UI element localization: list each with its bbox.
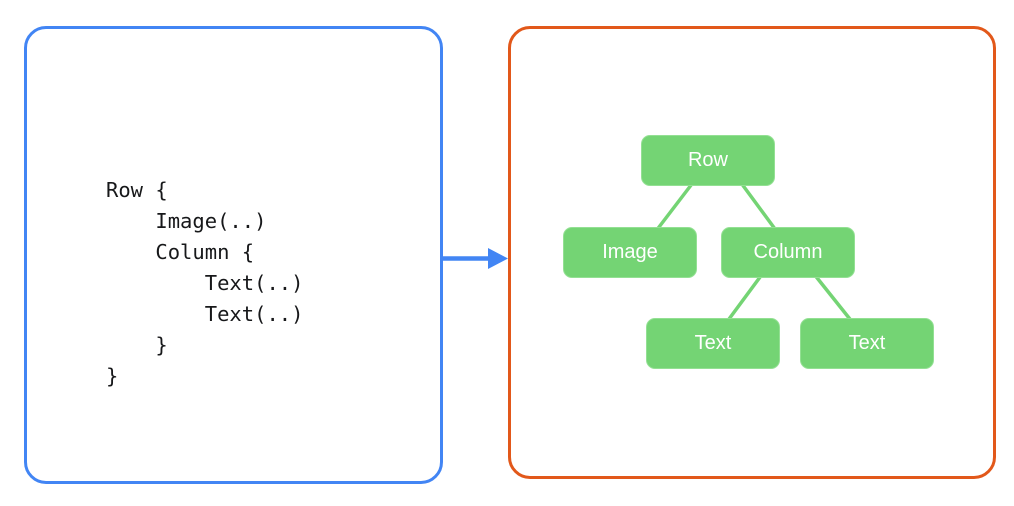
ui-element-tree: Row Image Column Text Text	[508, 26, 996, 479]
tree-node-row[interactable]: Row	[641, 135, 775, 186]
tree-node-text-2[interactable]: Text	[800, 318, 934, 369]
tree-node-column[interactable]: Column	[721, 227, 855, 278]
code-panel: Row { Image(..) Column { Text(..) Text(.…	[24, 26, 443, 484]
arrow-right-icon	[440, 248, 508, 269]
code-snippet: Row { Image(..) Column { Text(..) Text(.…	[106, 178, 304, 388]
tree-node-image[interactable]: Image	[563, 227, 697, 278]
tree-node-text-1[interactable]: Text	[646, 318, 780, 369]
